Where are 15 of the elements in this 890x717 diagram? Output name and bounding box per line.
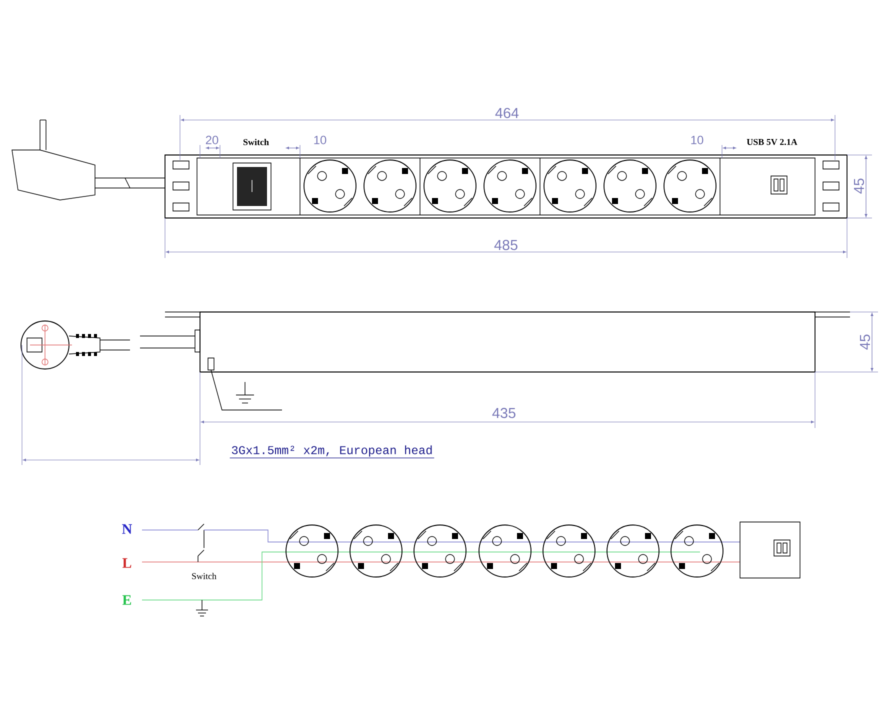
dimension-label: 45 <box>860 334 870 350</box>
switch-label: Switch <box>244 138 269 146</box>
dimension-label: 435 <box>492 408 516 418</box>
dimension-label: 10 <box>314 136 326 144</box>
dimension-label: 464 <box>495 108 519 118</box>
dimension-label: 10 <box>691 136 704 144</box>
usb-label: USB 5V 2.1A <box>746 138 798 146</box>
dimension-label: 485 <box>494 240 518 250</box>
cable-spec-label: 3Gx1.5mm² x2m, European head <box>229 445 435 458</box>
dimension-label: 20 <box>206 136 218 144</box>
dimension-label: 45 <box>854 178 864 194</box>
wire-label: N <box>122 524 132 534</box>
wire-label: E <box>122 595 132 605</box>
switch-label: Switch <box>192 572 216 580</box>
wire-label: L <box>122 558 132 568</box>
